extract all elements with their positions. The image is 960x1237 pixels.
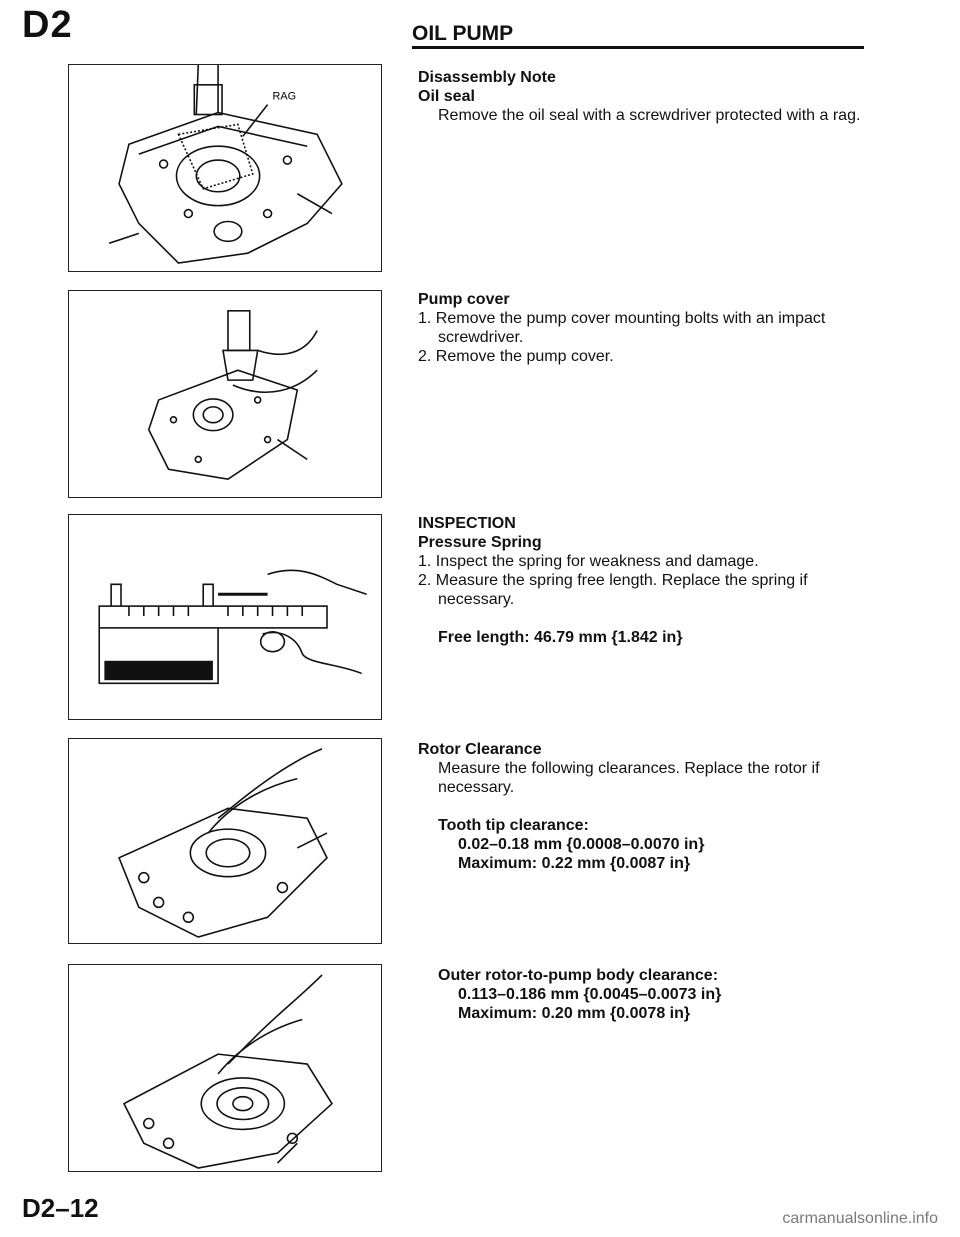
inspection-block: INSPECTION Pressure Spring 1. Inspect th… <box>418 514 868 647</box>
tooth-tip-illustration <box>118 748 328 938</box>
outer-rotor-max: Maximum: 0.20 mm {0.0078 in} <box>458 1005 691 1022</box>
pump-cover-step-2: 2. Remove the pump cover. <box>418 348 614 365</box>
outer-rotor-range: 0.113–0.186 mm {0.0045–0.0073 in} <box>458 986 722 1003</box>
header-rule <box>412 46 864 49</box>
caliper-illustration <box>98 569 367 685</box>
free-length-spec: Free length: 46.79 mm {1.842 in} <box>438 629 683 646</box>
outer-rotor-illustration <box>122 974 333 1169</box>
watermark: carmanualsonline.info <box>782 1210 938 1227</box>
rag-label: RAG <box>273 91 297 103</box>
pump-cover-heading: Pump cover <box>418 291 510 308</box>
rotor-clearance-instruction: Measure the following clearances. Replac… <box>438 760 820 796</box>
figure-oil-seal-removal: RAG <box>68 64 382 272</box>
rotor-clearance-block: Rotor Clearance Measure the following cl… <box>418 740 868 873</box>
page-number: D2–12 <box>22 1193 99 1223</box>
oil-seal-heading: Oil seal <box>418 88 475 105</box>
outer-rotor-label: Outer rotor-to-pump body clearance: <box>438 967 719 984</box>
figure-tooth-tip-clearance <box>68 738 382 944</box>
inspection-heading: INSPECTION <box>418 515 516 532</box>
figure-outer-rotor-clearance <box>68 964 382 1172</box>
inspection-step-2: 2. Measure the spring free length. Repla… <box>418 572 808 608</box>
pump-cover-block: Pump cover 1. Remove the pump cover moun… <box>418 290 868 366</box>
outer-rotor-block: Outer rotor-to-pump body clearance: 0.11… <box>418 966 868 1023</box>
rotor-clearance-heading: Rotor Clearance <box>418 741 542 758</box>
figure-pump-cover-removal <box>68 290 382 498</box>
pump-cover-step-1: 1. Remove the pump cover mounting bolts … <box>418 310 826 346</box>
disassembly-heading: Disassembly Note <box>418 69 556 86</box>
section-code: D2 <box>22 4 73 46</box>
pressure-spring-heading: Pressure Spring <box>418 534 542 551</box>
tooth-tip-max: Maximum: 0.22 mm {0.0087 in} <box>458 855 691 872</box>
page-title: OIL PUMP <box>412 22 514 45</box>
pump-cover-illustration <box>147 310 318 481</box>
tooth-tip-label: Tooth tip clearance: <box>438 817 589 834</box>
tooth-tip-range: 0.02–0.18 mm {0.0008–0.0070 in} <box>458 836 705 853</box>
oil-seal-illustration: RAG <box>108 65 343 264</box>
disassembly-note-block: Disassembly Note Oil seal Remove the oil… <box>418 68 868 125</box>
inspection-step-1: 1. Inspect the spring for weakness and d… <box>418 553 759 570</box>
figure-spring-caliper <box>68 514 382 720</box>
oil-seal-instruction: Remove the oil seal with a screwdriver p… <box>438 107 861 124</box>
